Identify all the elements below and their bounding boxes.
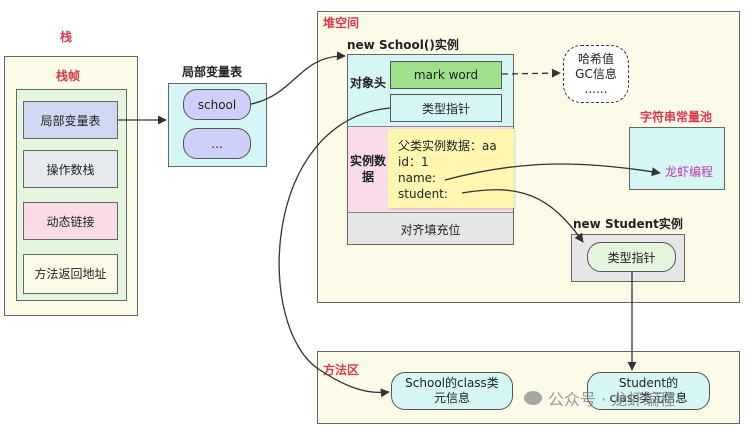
hash-gc-bubble: 哈希值 GC信息 ...... xyxy=(563,45,629,103)
watermark-text: 公众号 · 龙虾编程 xyxy=(548,390,676,409)
type-pointer-label: 类型指针 xyxy=(421,101,470,116)
type-pointer-field[interactable]: 类型指针 xyxy=(390,94,502,122)
stack-frame-title: 栈帧 xyxy=(56,69,81,83)
padding-field: 对齐填充位 xyxy=(348,214,513,244)
string-pool-value: 龙虾编程 xyxy=(665,165,714,179)
school-class-meta[interactable]: School的class类元信息 xyxy=(391,372,513,410)
local-var-label: school xyxy=(197,97,237,112)
student-type-pointer[interactable]: 类型指针 xyxy=(587,242,676,272)
arrow-name-to-string-pool xyxy=(444,163,661,181)
local-var-more[interactable]: ... xyxy=(183,128,251,159)
mark-word-label: mark word xyxy=(413,68,479,82)
instance-data-label: 实例数据 xyxy=(350,154,387,184)
stack-item-local-vars[interactable]: 局部变量表 xyxy=(23,101,118,139)
local-var-school[interactable]: school xyxy=(183,89,251,120)
padding-label: 对齐填充位 xyxy=(400,222,461,237)
student-class-label: Student的class类元信息 xyxy=(609,376,688,405)
hash-label: 哈希值 xyxy=(577,51,614,66)
arrow-student-ref xyxy=(461,189,584,243)
field-student: student: xyxy=(398,187,448,201)
watermark: 公众号 · 龙虾编程 xyxy=(524,386,675,410)
stack-item-label: 操作数栈 xyxy=(46,162,95,177)
school-instance-title: new School()实例 xyxy=(347,38,459,52)
stack-item-operand-stack[interactable]: 操作数栈 xyxy=(23,150,118,188)
instance-fields-note: 父类实例数据：aa id：1 name: student: xyxy=(388,129,514,208)
stack-title: 栈 xyxy=(60,30,73,44)
student-class-meta[interactable]: Student的class类元信息 xyxy=(587,372,710,410)
school-class-label: School的class类元信息 xyxy=(405,376,499,405)
stack-item-label: 方法返回地址 xyxy=(34,266,107,281)
field-id: id：1 xyxy=(398,155,429,169)
stack-item-return-address[interactable]: 方法返回地址 xyxy=(23,254,118,294)
string-pool-title: 字符串常量池 xyxy=(640,110,713,124)
stack-item-label: 局部变量表 xyxy=(40,113,101,128)
arrow-type-pointer-to-school-class xyxy=(278,107,391,398)
gc-label: GC信息 xyxy=(575,66,617,81)
local-var-label: ... xyxy=(211,136,223,151)
object-header-label: 对象头 xyxy=(350,76,387,90)
method-area-title: 方法区 xyxy=(323,363,360,377)
stack-item-dynamic-link[interactable]: 动态链接 xyxy=(23,202,118,240)
method-area xyxy=(317,351,740,424)
string-pool xyxy=(629,127,725,190)
field-name: name: xyxy=(398,171,437,185)
arrow-markword-to-hash xyxy=(501,68,561,78)
stack-item-label: 动态链接 xyxy=(46,214,95,229)
field-parent-data: 父类实例数据：aa xyxy=(398,139,497,153)
ellipsis-label: ...... xyxy=(584,81,608,96)
mark-word-field[interactable]: mark word xyxy=(390,61,502,89)
heap-title: 堆空间 xyxy=(323,16,360,30)
local-vars-title: 局部变量表 xyxy=(182,65,243,79)
student-instance-title: new Student实例 xyxy=(573,217,683,231)
arrow-school-ref xyxy=(250,51,346,105)
student-type-pointer-label: 类型指针 xyxy=(607,250,656,265)
wechat-icon xyxy=(524,391,542,405)
